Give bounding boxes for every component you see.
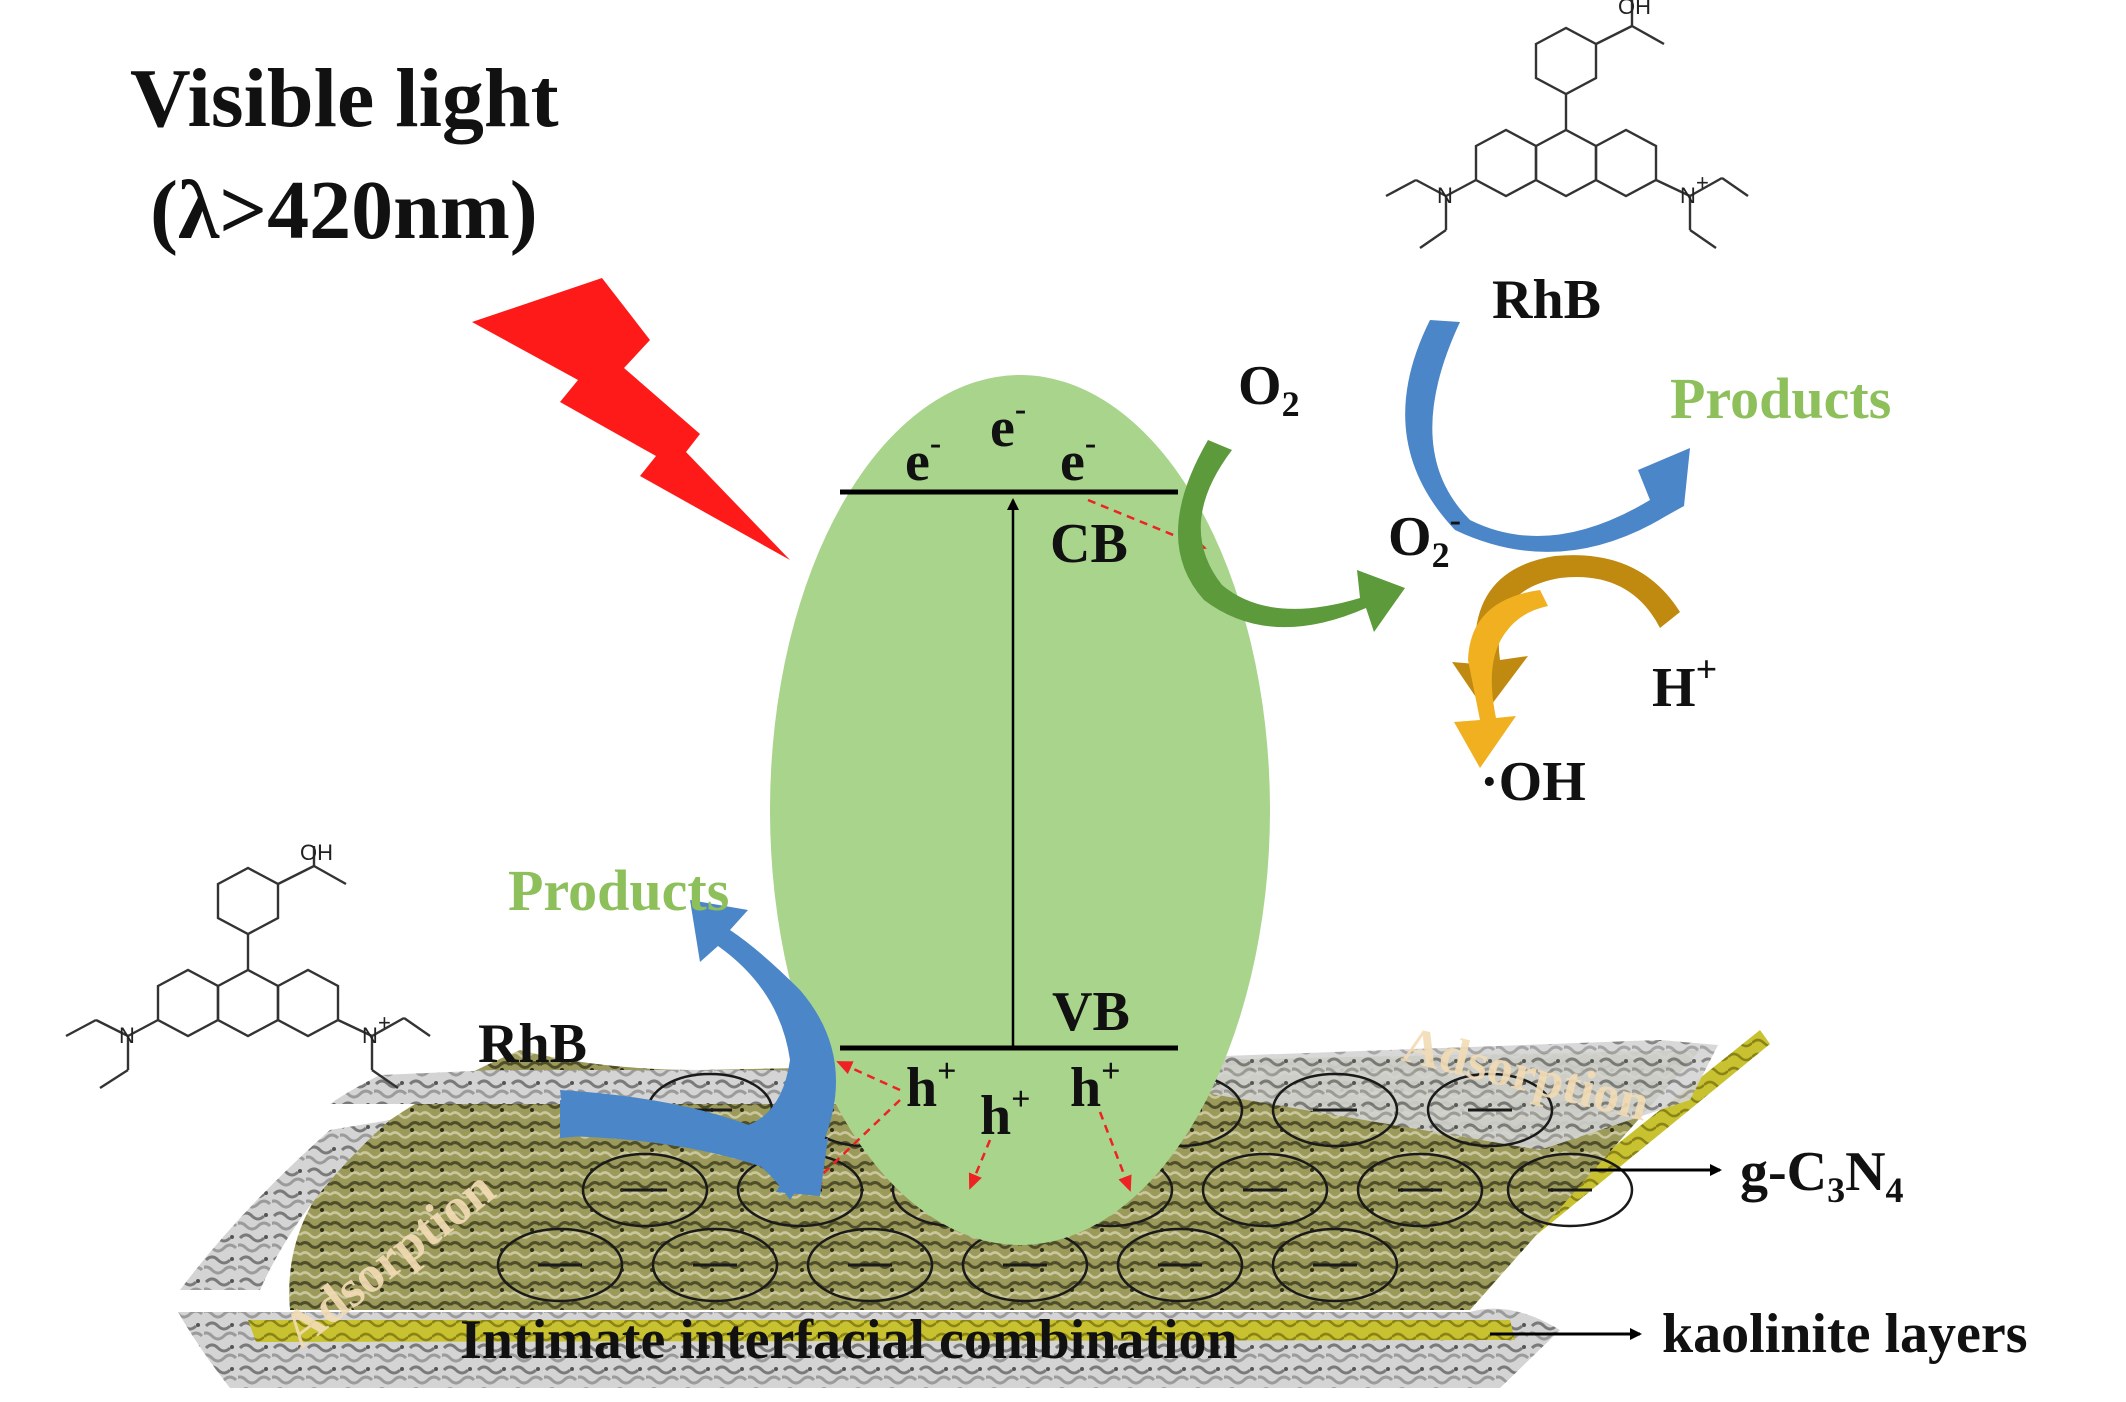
pore-ellipse [1506, 1152, 1634, 1228]
svg-text:N: N [1680, 183, 1696, 208]
pore-ellipse [581, 1152, 709, 1228]
light-title-line2: (λ>420nm) [150, 164, 538, 257]
rhb-molecule-top: OH N N + [1385, 0, 1749, 249]
o2-label: O2 [1238, 355, 1300, 424]
hole-middle: h+ [980, 1081, 1031, 1147]
svg-text:N: N [1437, 183, 1453, 208]
hydroxyl-label: ·OH [1480, 751, 1586, 813]
electron-middle: e- [990, 391, 1026, 459]
pore-ellipse [1116, 1227, 1244, 1303]
pore-ellipse [651, 1227, 779, 1303]
pore-ellipse [1426, 1072, 1554, 1148]
svg-text:OH: OH [1618, 0, 1651, 19]
o2-reduction-arrow [1177, 440, 1405, 632]
pore-ellipse [1356, 1152, 1484, 1228]
rhb-bottom-label: RhB [478, 1013, 587, 1075]
products-bottom-label: Products [508, 858, 729, 923]
superoxide-label: O2- [1388, 502, 1461, 575]
rhb-molecule-bottom: OH N N + [65, 840, 431, 1090]
hydroxyl-arrow [1454, 590, 1548, 768]
cb-label: CB [1050, 513, 1128, 575]
rhb-adsorption-arrow [560, 900, 836, 1200]
hole-right: h+ [1070, 1053, 1121, 1119]
gcn-label: g-C3N4 [1740, 1141, 1904, 1210]
rhb-top-label: RhB [1492, 269, 1601, 331]
kaolinite-top-layer [180, 1040, 1718, 1290]
svg-text:OH: OH [300, 840, 333, 865]
pore-ellipse [1271, 1072, 1399, 1148]
electron-left: e- [905, 425, 941, 493]
lightning-bolt-icon [472, 278, 790, 560]
interface-label: Intimate interfacial combination [460, 1309, 1238, 1371]
gcn-particle [770, 375, 1270, 1245]
pore-ellipse [496, 1227, 624, 1303]
rhb-degradation-arrow-top [1405, 320, 1690, 552]
proton-label: H+ [1652, 649, 1717, 719]
light-title-line1: Visible light [130, 52, 559, 145]
pore-ellipse [806, 1227, 934, 1303]
svg-text:+: + [378, 1010, 391, 1035]
proton-arrow [1452, 555, 1680, 712]
kaolinite-label: kaolinite layers [1662, 1303, 2028, 1365]
products-top-label: Products [1670, 366, 1891, 431]
pore-ellipse [1201, 1152, 1329, 1228]
hole-left: h+ [906, 1053, 957, 1119]
svg-text:+: + [1696, 170, 1709, 195]
electron-right: e- [1060, 425, 1096, 493]
svg-text:N: N [362, 1023, 378, 1048]
svg-text:N: N [119, 1023, 135, 1048]
vb-label: VB [1052, 981, 1130, 1043]
pore-ellipse [1271, 1227, 1399, 1303]
